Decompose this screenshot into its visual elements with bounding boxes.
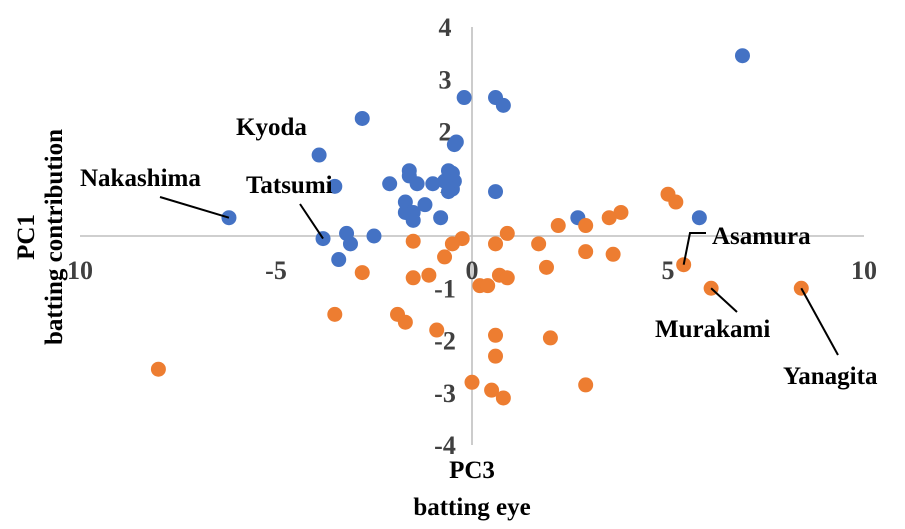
axis-titles: PC3 batting eye PC1 batting contribution [13, 129, 531, 521]
orange-data-point [495, 390, 511, 406]
blue-data-point [488, 184, 504, 200]
orange-data-point [464, 374, 480, 390]
annotation-label-asamura: Asamura [712, 223, 811, 250]
orange-data-point [578, 377, 594, 393]
annotation-label-tatsumi: Tatsumi [246, 172, 333, 199]
leader-line-tatsumi [299, 203, 324, 240]
orange-data-point [421, 267, 437, 283]
blue-data-point [734, 48, 750, 64]
x-tick-label: 0 [466, 256, 479, 285]
blue-data-point [425, 176, 441, 192]
annotation-label-kyoda: Kyoda [236, 114, 307, 141]
blue-data-point [311, 147, 327, 163]
blue-data-point [691, 210, 707, 226]
orange-data-point [538, 259, 554, 275]
y-tick-label: 4 [439, 13, 452, 42]
x-axis-title: PC3 [449, 457, 495, 484]
orange-data-point [354, 265, 370, 281]
orange-data-point [601, 210, 617, 226]
blue-data-point [409, 176, 425, 192]
blue-data-point [382, 176, 398, 192]
leader-line-murakami [710, 287, 738, 313]
orange-data-point [613, 204, 629, 220]
orange-data-point [397, 314, 413, 330]
x-tick-label: 10 [851, 256, 877, 285]
orange-data-point [327, 306, 343, 322]
orange-data-point [405, 233, 421, 249]
blue-data-point [366, 228, 382, 244]
blue-data-point [446, 137, 462, 153]
blue-data-point [327, 178, 343, 194]
orange-data-point [437, 249, 453, 265]
blue-data-point [456, 90, 472, 106]
y-tick-label: 2 [439, 118, 452, 147]
blue-data-point [397, 194, 413, 210]
y-tick-label: -1 [434, 274, 456, 303]
x-tick-label: -5 [265, 256, 287, 285]
annotation-labels: Kyoda Nakashima Tatsumi Asamura Murakami… [80, 114, 878, 390]
orange-data-point [550, 218, 566, 234]
blue-data-point [495, 97, 511, 113]
orange-data-point [488, 348, 504, 364]
orange-data-point [578, 218, 594, 234]
blue-data-point [354, 110, 370, 126]
blue-data-point [331, 252, 347, 268]
leader-line-yanagita [800, 287, 839, 356]
orange-data-point [531, 236, 547, 252]
x-axis-subtitle: batting eye [413, 494, 530, 521]
orange-data-point [488, 236, 504, 252]
orange-data-point [499, 225, 515, 241]
annotation-label-murakami: Murakami [655, 316, 770, 343]
y-tick-label: -3 [434, 379, 456, 408]
orange-data-point [488, 327, 504, 343]
x-tick-label: 5 [662, 256, 675, 285]
y-tick-label: -4 [434, 431, 456, 460]
annotation-label-nakashima: Nakashima [80, 165, 201, 192]
blue-data-point [440, 184, 456, 200]
orange-data-point [605, 246, 621, 262]
blue-data-point [342, 236, 358, 252]
blue-data-point [417, 197, 433, 213]
blue-data-point [405, 212, 421, 228]
annotation-leader-lines [159, 196, 839, 356]
orange-data-point [668, 194, 684, 210]
y-tick-label: 3 [439, 65, 452, 94]
orange-data-point [150, 361, 166, 377]
y-axis-subtitle: batting contribution [41, 129, 68, 345]
orange-data-point [405, 270, 421, 286]
orange-data-point [429, 322, 445, 338]
orange-data-point [499, 270, 515, 286]
leader-line-asamura [682, 232, 706, 265]
y-axis-title: PC1 [13, 214, 40, 260]
data-points [150, 48, 809, 406]
blue-data-point [433, 210, 449, 226]
annotation-label-yanagita: Yanagita [783, 363, 878, 390]
orange-data-point [542, 330, 558, 346]
orange-data-point [480, 278, 496, 294]
orange-data-point [578, 244, 594, 260]
leader-line-nakashima [159, 196, 230, 219]
x-tick-label: 10 [67, 256, 93, 285]
orange-data-point [444, 236, 460, 252]
orange-data-point [484, 382, 500, 398]
